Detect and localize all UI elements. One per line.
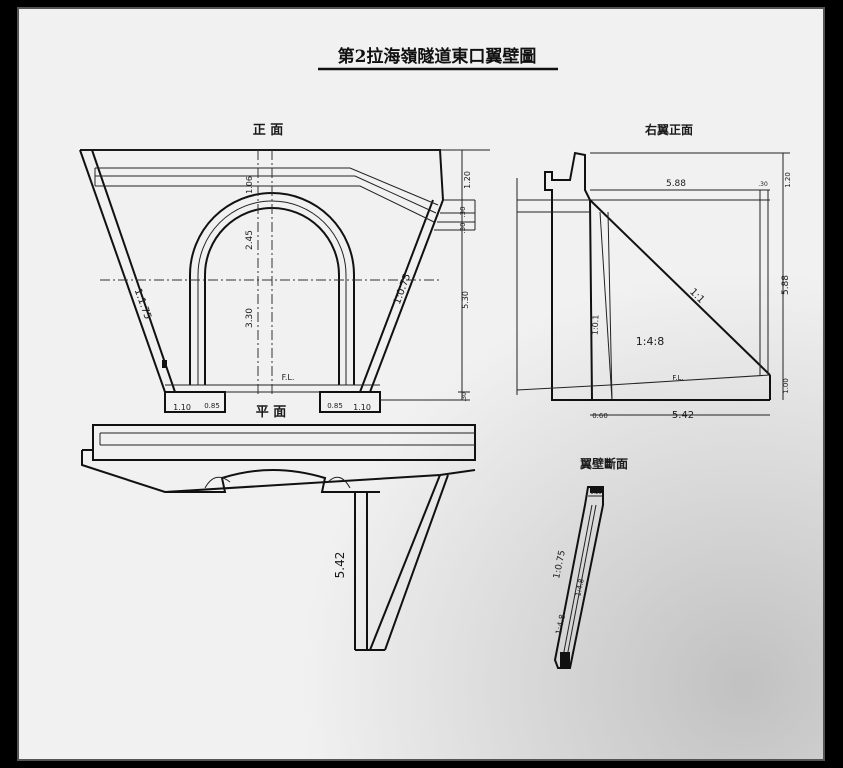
side-dim-base-small: 0.60 [592, 412, 608, 420]
section-dim-slope3: 1:4.8 [574, 578, 586, 597]
side-dim-top-right: 1.20 [784, 172, 792, 188]
front-dim-h1: 1.20 [463, 171, 472, 189]
front-dim-base-right2: 1.10 [353, 403, 371, 412]
plan-view [81, 424, 476, 651]
paper-shade [18, 8, 824, 760]
front-dim-base-left2: 0.85 [204, 402, 220, 410]
front-dim-fl: F.L. [282, 373, 295, 382]
side-dim-height: 5.88 [781, 275, 791, 295]
plan-view-label: 平 面 [256, 405, 287, 420]
front-dim-small2: .30 [459, 222, 467, 233]
section-dim-top: 0.20 [590, 490, 601, 496]
front-dim-wall: 3.30 [245, 308, 255, 328]
section-view-label: 翼壁斷面 [579, 456, 628, 471]
side-view-label: 右翼正面 [644, 122, 693, 137]
front-dim-arch: 2.45 [245, 230, 255, 250]
front-dim-base-left: 1.10 [173, 403, 191, 412]
side-dim-small: .30 [758, 181, 768, 188]
front-view-label: 正 面 [253, 123, 284, 138]
front-dim-bottom: .30 [461, 392, 468, 402]
section-dim-slope2: 1:4.8 [554, 614, 567, 636]
drawing-title: 第2拉海嶺隧道東口翼壁圖 [338, 46, 537, 67]
side-elevation [516, 151, 790, 416]
front-dim-small1: .30 [459, 206, 467, 217]
side-dim-wall-left: 1:0.1 [590, 314, 600, 335]
side-dim-bottom-h: 1.00 [782, 378, 790, 394]
plan-dim-length: 5.42 [333, 552, 347, 579]
side-dim-top-width: 5.88 [666, 179, 686, 189]
front-dim-h2: 5.30 [461, 291, 470, 309]
paper-edge [17, 7, 825, 761]
wing-section [553, 486, 604, 669]
side-dim-batter: 1:4:8 [636, 335, 664, 348]
side-dim-fl: F.L. [672, 374, 683, 382]
side-dim-base: 5.42 [672, 410, 694, 421]
front-dim-base-right: 0.85 [327, 402, 343, 410]
front-elevation [79, 149, 490, 413]
front-dim-top: 1.06 [245, 176, 254, 194]
